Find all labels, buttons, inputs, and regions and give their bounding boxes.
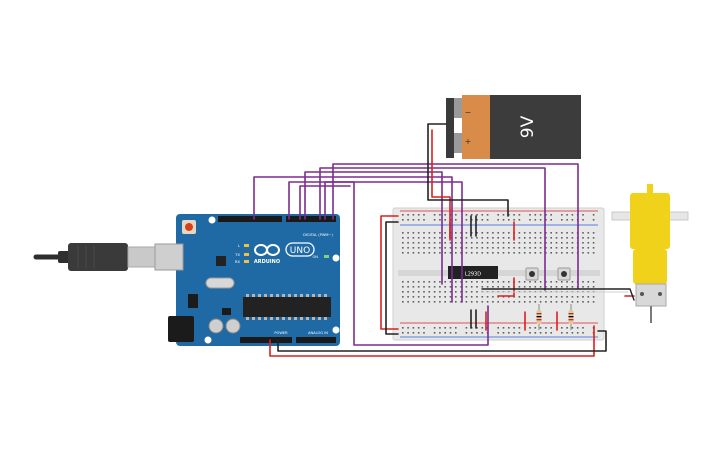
analog-header <box>296 337 336 343</box>
tx-led <box>244 253 249 256</box>
wire-black[interactable] <box>427 123 509 217</box>
digital-header-low <box>218 216 282 222</box>
analog-label: ANALOG IN <box>308 331 328 335</box>
wire-purple[interactable] <box>299 185 351 220</box>
resistor[interactable] <box>568 304 574 330</box>
digital-label: DIGITAL (PWM~) <box>303 233 333 237</box>
battery-9v[interactable]: − + 9V <box>446 95 581 159</box>
digital-header-high <box>286 216 336 222</box>
arduino-logo-text: ARDUINO <box>254 259 280 265</box>
wire-black[interactable] <box>385 221 399 335</box>
usb-cable[interactable] <box>33 243 157 271</box>
battery-voltage-label: 9V <box>518 115 538 138</box>
wire-red[interactable] <box>431 129 451 241</box>
wire-red[interactable] <box>269 325 595 357</box>
usb-chip <box>216 256 226 266</box>
battery-plus-label: + <box>465 137 472 146</box>
l-label: L <box>238 244 240 248</box>
mounting-hole <box>332 254 340 262</box>
capacitor <box>225 318 241 334</box>
wire-black[interactable] <box>481 288 635 301</box>
arduino-logo-icon <box>254 244 280 256</box>
power-jack <box>168 316 194 342</box>
rx-label: RX <box>235 260 240 264</box>
wire-purple[interactable] <box>253 176 453 303</box>
wire-black[interactable] <box>277 330 607 352</box>
wire-purple[interactable] <box>288 181 463 303</box>
wire-purple[interactable] <box>304 171 443 285</box>
mounting-hole <box>204 336 212 344</box>
usb-jack <box>154 243 184 271</box>
l-led <box>244 244 249 247</box>
regulator <box>222 308 231 315</box>
l293d-chip[interactable] <box>448 266 498 279</box>
tx-label: TX <box>234 253 240 257</box>
rx-led <box>244 260 249 263</box>
power-label: POWER <box>274 331 288 335</box>
mounting-hole <box>208 216 216 224</box>
breadboard[interactable]: L293D <box>392 207 605 341</box>
power-header <box>240 337 292 343</box>
battery-minus-label: − <box>465 108 472 117</box>
wire-red[interactable] <box>380 215 399 330</box>
breadboard-holes <box>402 214 595 334</box>
atmega-chip <box>243 297 331 317</box>
on-led <box>324 255 329 258</box>
uno-label: UNO <box>290 246 310 256</box>
mounting-hole <box>332 326 340 334</box>
wires <box>253 123 635 357</box>
dc-gear-motor[interactable] <box>611 184 689 323</box>
capacitor <box>208 318 224 334</box>
chip-label: L293D <box>465 272 481 278</box>
arduino-uno-board[interactable]: UNO ARDUINO DIGITAL (PWM~) POWER ANALOG … <box>154 214 340 346</box>
wire-purple[interactable] <box>324 181 489 346</box>
regulator <box>188 294 198 308</box>
resistor[interactable] <box>536 304 542 330</box>
uno-badge <box>285 242 315 257</box>
on-label: ON <box>312 255 318 259</box>
wire-purple[interactable] <box>332 163 579 289</box>
crystal <box>205 277 235 289</box>
